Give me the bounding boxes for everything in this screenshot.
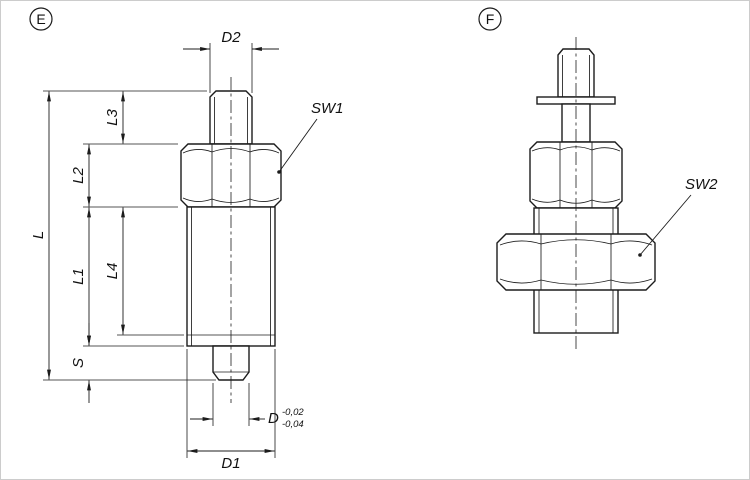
extension-lines-e (43, 43, 276, 458)
view-f-badge-circle (478, 7, 502, 31)
dimension-d1: D1 (187, 449, 275, 472)
dim-label-l1: L1 (70, 268, 87, 285)
dim-label-sw1: SW1 (311, 100, 344, 117)
dimension-d2: D2 (183, 29, 279, 51)
dim-label-d: D (268, 410, 279, 427)
dim-label-d-tol-lower: -0,04 (282, 419, 304, 430)
dimension-l3: L3 (104, 91, 125, 144)
dim-label-sw2: SW2 (685, 176, 718, 193)
hex-f-upper-faces (559, 142, 593, 208)
view-f-label: F (486, 11, 495, 27)
dimension-l: L (30, 91, 51, 380)
plunger-e-stem-thread (214, 97, 248, 144)
dim-label-d2: D2 (221, 29, 241, 46)
hex-e-faces (211, 144, 251, 207)
view-e-label: E (36, 11, 45, 27)
leader-sw2-dot (638, 253, 642, 257)
hex-f-locknut-faces (540, 234, 612, 290)
dimension-s: S (70, 323, 91, 403)
dimension-l4: L4 (104, 207, 125, 335)
hex-f-locknut-chamfer-arcs (499, 239, 653, 285)
dimension-l1: L1 (70, 207, 91, 346)
dimension-l2: L2 (70, 144, 91, 207)
leader-sw2: SW2 (638, 176, 718, 257)
view-e-badge: E (29, 7, 53, 31)
plunger-e-body (186, 206, 276, 347)
leader-sw1-dot (277, 170, 281, 174)
dim-label-d1: D1 (221, 455, 240, 472)
dim-label-l3: L3 (104, 109, 121, 126)
view-f: F (478, 7, 718, 351)
plunger-e-shape (180, 90, 282, 381)
leader-sw1: SW1 (277, 100, 344, 174)
dim-label-l2: L2 (70, 167, 87, 184)
dim-label-l: L (30, 231, 47, 239)
plunger-f-stem-thread (562, 55, 590, 97)
dim-label-s: S (70, 358, 87, 368)
view-f-badge: F (478, 7, 502, 31)
dimension-d: D -0,02 -0,04 (190, 407, 304, 430)
view-e: E (29, 7, 344, 472)
view-e-badge-circle (29, 7, 53, 31)
dim-label-l4: L4 (104, 263, 121, 280)
dim-label-d-tol-upper: -0,02 (282, 407, 304, 418)
